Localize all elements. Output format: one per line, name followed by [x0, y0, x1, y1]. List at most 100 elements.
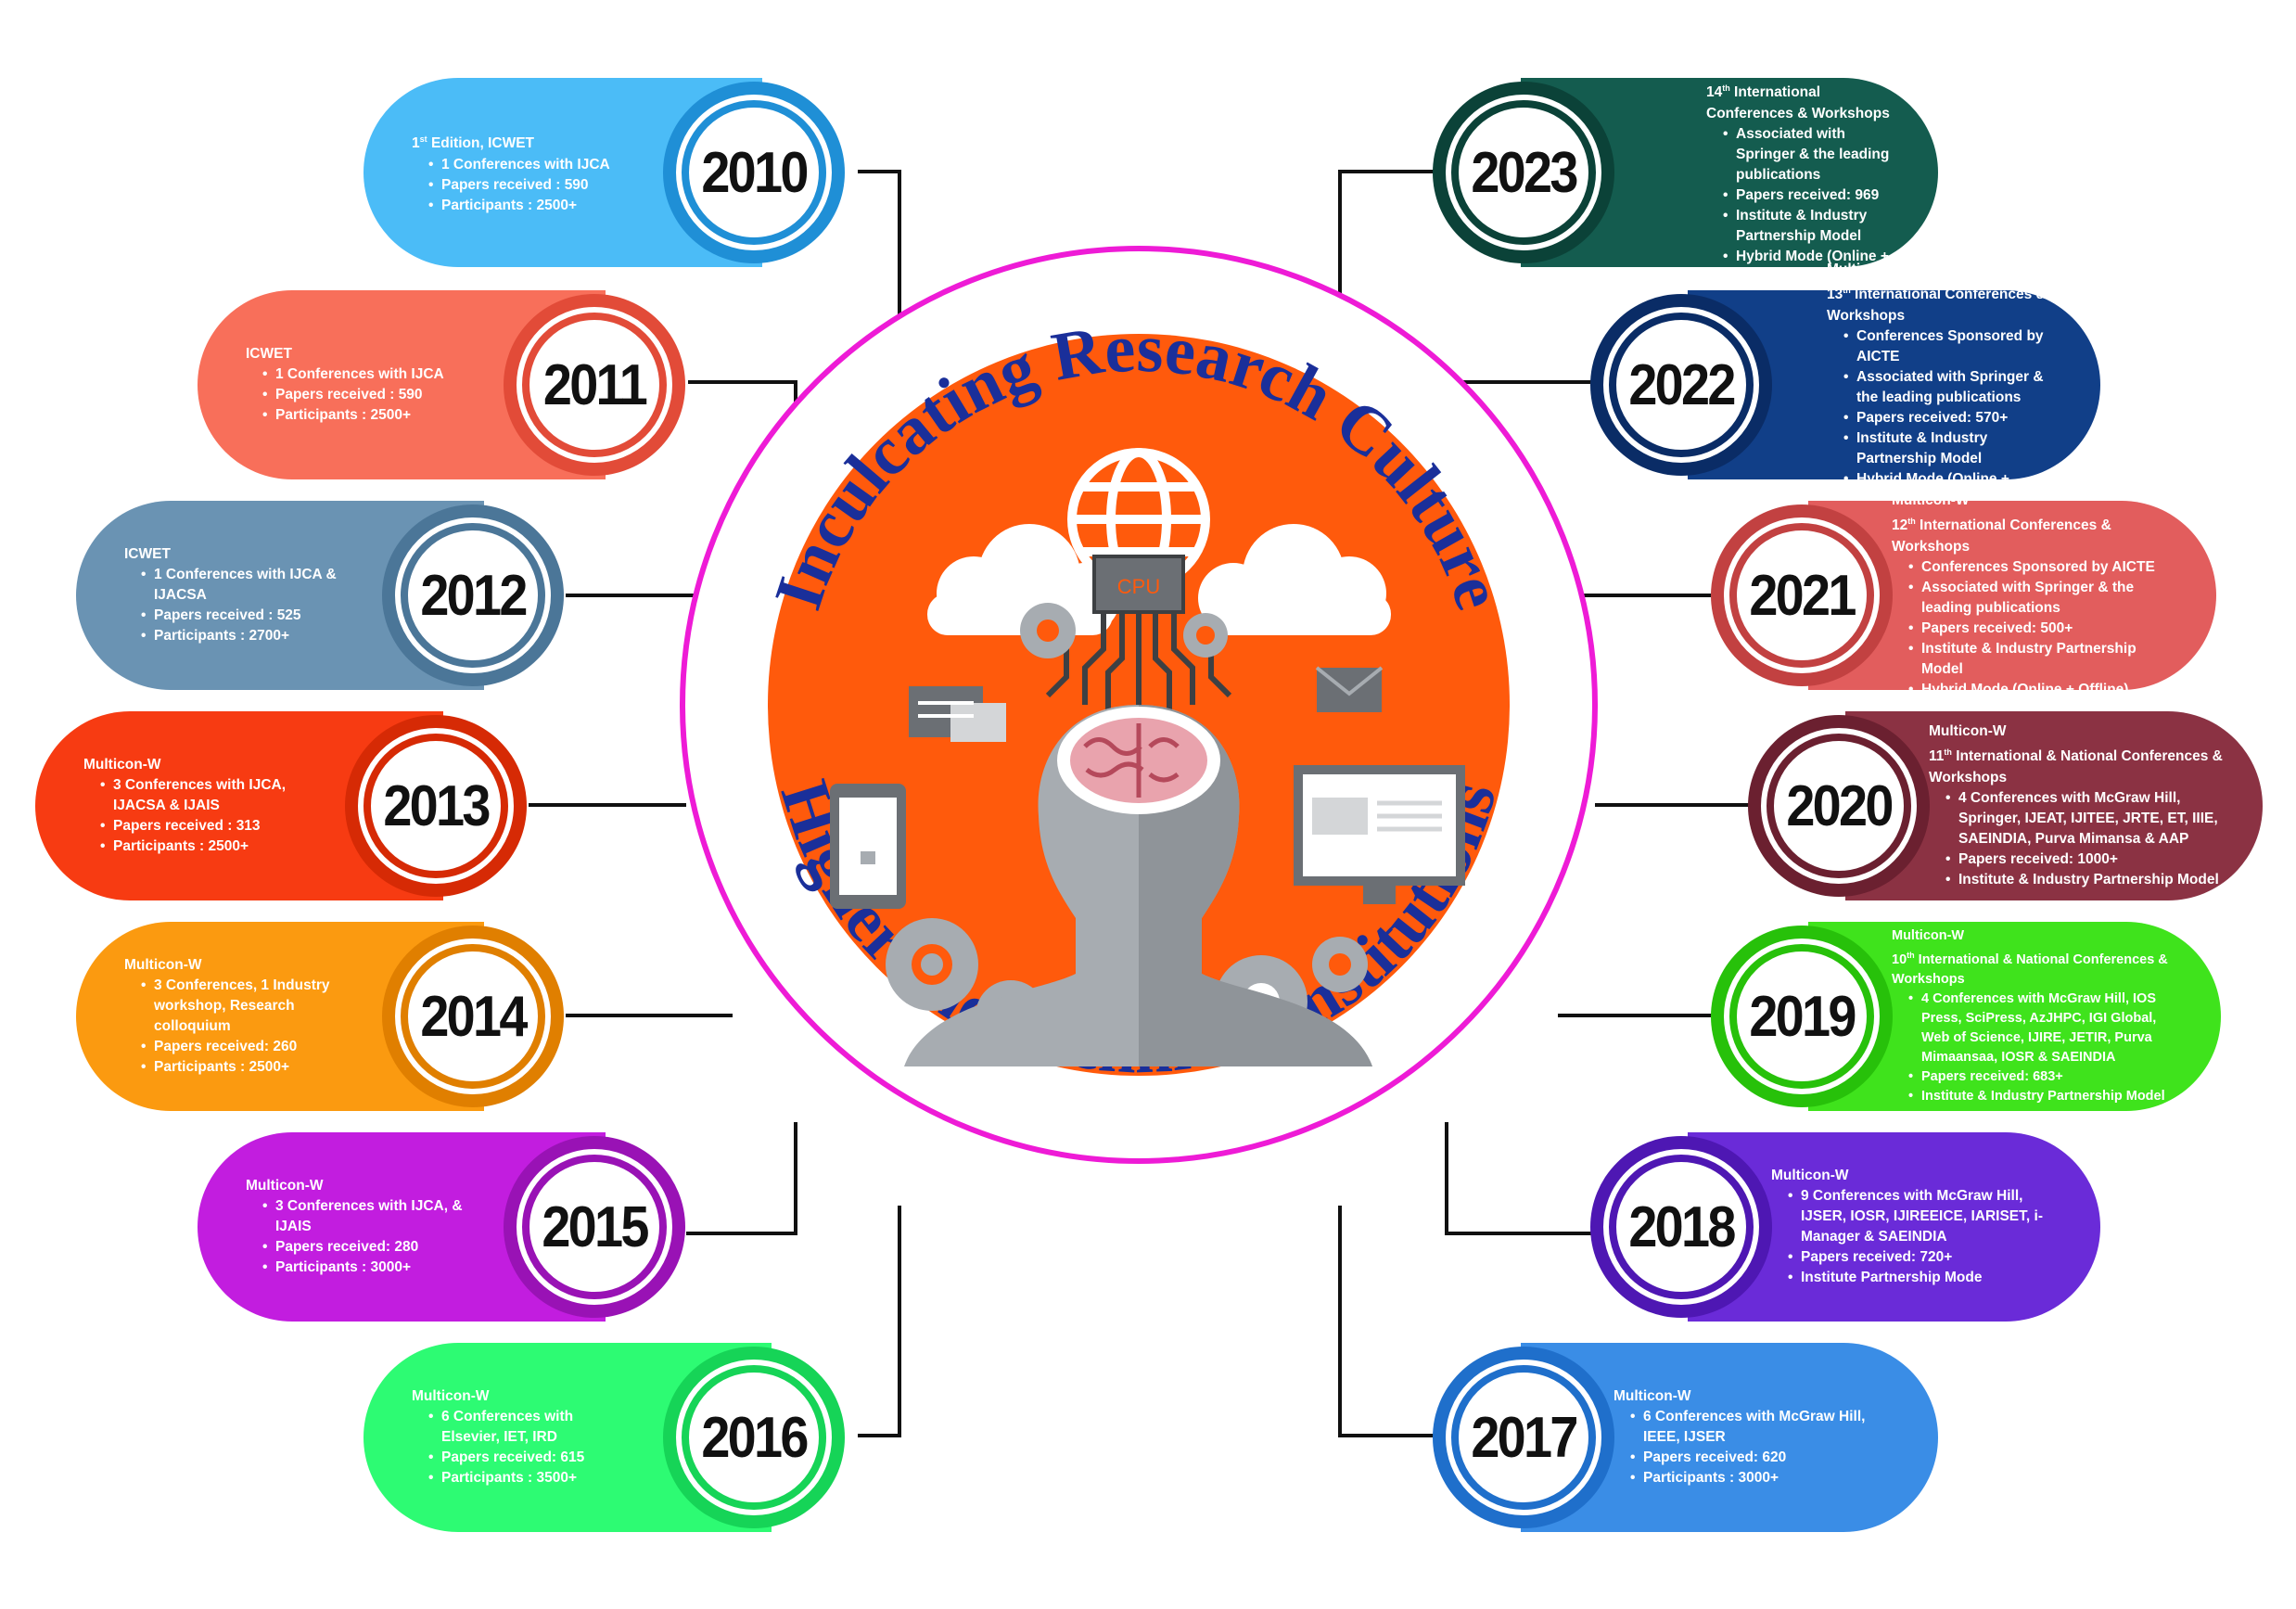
card-bullets: 9 Conferences with McGraw Hill, IJSER, I… — [1771, 1186, 2063, 1288]
card-heading2: 11 — [1929, 748, 1945, 765]
year-label: 2018 — [1628, 1194, 1736, 1259]
card-bullet: Institute & Industry Partnership Model — [1908, 1087, 2184, 1106]
card-heading2: 14 — [1706, 84, 1723, 101]
card-heading2-sup: th — [1843, 286, 1851, 296]
card-bullets: 6 Conferences with Elsevier, IET, IRD Pa… — [412, 1407, 632, 1488]
cpu-chip-icon: CPU — [1092, 555, 1185, 614]
year-label: 2010 — [701, 140, 809, 205]
card-bullet: Institute & Industry Partnership Model — [1843, 428, 2063, 469]
card-heading: Multicon-W — [1892, 492, 1970, 509]
card-heading2-sup: th — [1722, 83, 1730, 94]
card-heading: Multicon-W — [1929, 723, 2007, 740]
card-bullet: Papers received: 620 — [1630, 1448, 1901, 1468]
year-badge-2014: 2014 — [382, 926, 564, 1107]
lock-icon — [861, 851, 875, 864]
card-heading2: 10 — [1892, 951, 1907, 967]
card-heading: Multicon-W — [1827, 262, 1905, 278]
card-bullet: Participants : 2500+ — [428, 196, 623, 216]
timeline-card-2019: Multicon-W 10th International & National… — [1808, 922, 2221, 1111]
year-badge-2022: 2022 — [1590, 294, 1772, 476]
card-bullet: 3 Conferences with IJCA, & IJAIS — [262, 1196, 466, 1237]
year-badge-2016: 2016 — [663, 1347, 845, 1528]
card-bullet: Papers received: 683+ — [1908, 1067, 2184, 1087]
year-label: 2023 — [1471, 140, 1578, 205]
smartphone-icon — [830, 784, 906, 909]
card-bullet: Institute & Industry Partnership Model — [1945, 870, 2226, 890]
year-badge-2019: 2019 — [1711, 926, 1893, 1107]
card-heading: Multicon-W — [412, 1388, 490, 1404]
year-badge-2018: 2018 — [1590, 1136, 1772, 1318]
card-bullet: Papers received : 525 — [141, 606, 345, 626]
card-heading: ICWET — [124, 546, 171, 562]
card-bullet: Papers received: 969 — [1723, 185, 1901, 206]
card-bullet: Hybrid Mode (Online + Offline) — [1908, 680, 2179, 700]
card-heading: Multicon-W — [246, 1178, 324, 1194]
brain-icon — [1057, 707, 1220, 814]
timeline-card-2020: Multicon-W 11th International & National… — [1845, 711, 2263, 900]
year-label: 2013 — [383, 773, 491, 838]
card-heading: Multicon-W — [1771, 1168, 1849, 1183]
head-silhouette-icon — [904, 705, 1372, 1066]
card-bullets: Conferences Sponsored by AICTE Associate… — [1892, 557, 2179, 700]
card-bullet: Papers received: 500+ — [1908, 619, 2179, 639]
card-heading2-rest: International Conferences & Workshops — [1706, 84, 1890, 121]
card-heading2-rest: International Conferences & Workshops — [1827, 287, 2047, 324]
year-label: 2012 — [420, 563, 528, 628]
card-bullet: Associated with Springer & the leading p… — [1723, 124, 1901, 185]
year-label: 2016 — [701, 1405, 809, 1470]
card-heading2-rest: International & National Conferences & W… — [1892, 951, 2168, 987]
card-heading: Multicon-W — [124, 957, 202, 973]
card-bullets: 3 Conferences with IJCA, & IJAIS Papers … — [246, 1196, 466, 1278]
card-bullet: Participants : 3500+ — [428, 1468, 632, 1488]
card-bullets: 4 Conferences with McGraw Hill, Springer… — [1929, 788, 2226, 890]
card-heading2-sup: th — [1907, 951, 1915, 961]
card-heading2-sup: th — [1944, 747, 1952, 758]
svg-text:CPU: CPU — [1117, 575, 1160, 598]
year-label: 2022 — [1628, 352, 1736, 417]
card-bullet: Participants : 3000+ — [262, 1258, 466, 1278]
card-bullet: Associated with Springer & the leading p… — [1843, 367, 2063, 408]
year-label: 2021 — [1749, 563, 1856, 628]
card-bullet: Conferences Sponsored by AICTE — [1843, 326, 2063, 367]
card-bullet: Associated with Springer & the leading p… — [1908, 578, 2179, 619]
year-badge-2012: 2012 — [382, 504, 564, 686]
card-heading: Multicon-W — [1892, 928, 1965, 944]
card-bullet: Papers received: 615 — [428, 1448, 632, 1468]
year-badge-2021: 2021 — [1711, 504, 1893, 686]
card-bullets: 1 Conferences with IJCA Papers received … — [412, 155, 623, 216]
card-bullets: 3 Conferences, 1 Industry workshop, Rese… — [124, 976, 345, 1078]
card-bullet: 4 Conferences with McGraw Hill, IOS Pres… — [1908, 990, 2184, 1067]
card-bullet: Participants : 2500+ — [262, 405, 466, 426]
timeline-card-2023: Multicon-W 14th International Conference… — [1521, 59, 1938, 285]
year-badge-2020: 2020 — [1748, 715, 1930, 897]
card-bullet: 6 Conferences with Elsevier, IET, IRD — [428, 1407, 632, 1448]
card-heading2: 12 — [1892, 517, 1908, 534]
card-bullet: 1 Conferences with IJCA — [262, 364, 466, 385]
card-heading2-rest: International Conferences & Workshops — [1892, 517, 2111, 555]
card-bullet: Participants : 2500+ — [141, 1057, 345, 1078]
card-bullet: Papers received: 280 — [262, 1237, 466, 1258]
card-bullet: Papers received : 590 — [262, 385, 466, 405]
year-badge-2010: 2010 — [663, 82, 845, 263]
year-badge-2013: 2013 — [345, 715, 527, 897]
card-heading-rest: Edition, ICWET — [427, 135, 535, 152]
year-badge-2011: 2011 — [504, 294, 685, 476]
card-bullets: Conferences Sponsored by AICTE Associate… — [1827, 326, 2063, 510]
card-heading: Multicon-W — [83, 757, 161, 773]
card-heading2-rest: International & National Conferences & W… — [1929, 748, 2223, 785]
card-bullets: Associated with Springer & the leading p… — [1706, 124, 1901, 287]
mail-icon — [1315, 666, 1384, 712]
card-bullet: Papers received: 570+ — [1843, 408, 2063, 428]
card-bullet: 1 Conferences with IJCA — [428, 155, 623, 175]
card-bullet: 1 Conferences with IJCA & IJACSA — [141, 565, 345, 606]
year-badge-2015: 2015 — [504, 1136, 685, 1318]
card-bullet: Papers received: 260 — [141, 1037, 345, 1057]
year-label: 2017 — [1471, 1405, 1578, 1470]
card-bullet: 3 Conferences with IJCA, IJACSA & IJAIS — [100, 775, 304, 816]
card-heading2: 13 — [1827, 287, 1843, 303]
card-bullet: Institute Partnership Mode — [1788, 1268, 2063, 1288]
card-bullet: Participants : 2500+ — [100, 836, 304, 857]
card-bullets: 3 Conferences with IJCA, IJACSA & IJAIS … — [83, 775, 304, 857]
monitor-icon — [1294, 765, 1465, 904]
